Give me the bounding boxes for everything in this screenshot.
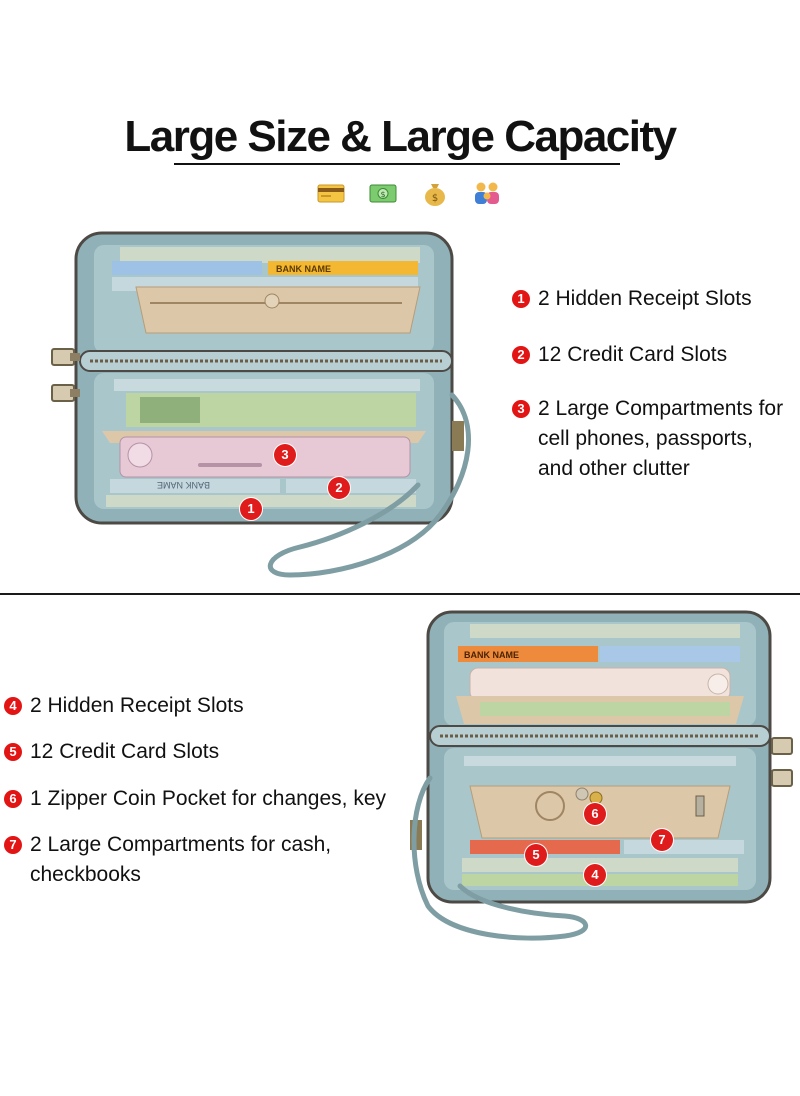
marker-7: 7: [651, 829, 673, 851]
marker-6: 6: [584, 803, 606, 825]
feature-6: 6 1 Zipper Coin Pocket for changes, key: [4, 784, 386, 814]
feature-number-badge: 1: [512, 290, 530, 308]
feature-number-badge: 6: [4, 790, 22, 808]
feature-text: 2 Hidden Receipt Slots: [30, 694, 244, 717]
feature-text: 2 Hidden Receipt Slots: [538, 287, 752, 310]
marker-5: 5: [525, 844, 547, 866]
feature-4: 4 2 Hidden Receipt Slots: [4, 691, 244, 721]
money-bag-icon: $: [425, 184, 445, 206]
page-title: Large Size & Large Capacity: [124, 112, 677, 161]
feature-text: 2 Large Compartments for cell phones, pa…: [538, 397, 784, 480]
family-icon: [475, 182, 499, 204]
feature-number-badge: 3: [512, 400, 530, 418]
marker-3: 3: [274, 444, 296, 466]
marker-4: 4: [584, 864, 606, 886]
credit-card-icon: [317, 184, 345, 203]
feature-5: 5 12 Credit Card Slots: [4, 737, 219, 767]
feature-number-badge: 7: [4, 836, 22, 854]
feature-text: 1 Zipper Coin Pocket for changes, key: [30, 787, 387, 810]
dollar-bill-icon: $: [369, 184, 397, 203]
feature-1: 1 2 Hidden Receipt Slots: [512, 284, 752, 314]
card-label: BANK NAME: [464, 650, 519, 660]
feature-number-badge: 2: [512, 346, 530, 364]
feature-number-badge: 5: [4, 743, 22, 761]
marker-2: 2: [328, 477, 350, 499]
icon-row: $ $: [310, 178, 510, 210]
svg-text:$: $: [380, 190, 385, 199]
feature-text: 12 Credit Card Slots: [30, 740, 220, 763]
svg-text:$: $: [432, 193, 438, 204]
title-underline: [174, 163, 620, 165]
section-divider: [0, 593, 800, 595]
card-label-flipped: BANK NAME: [157, 480, 210, 490]
feature-number-badge: 4: [4, 697, 22, 715]
marker-1: 1: [240, 498, 262, 520]
wallet-photo-top: BANK NAME BANK NAME: [51, 231, 472, 578]
feature-text: 12 Credit Card Slots: [538, 343, 728, 366]
feature-2: 2 12 Credit Card Slots: [512, 340, 727, 370]
card-label: BANK NAME: [276, 264, 331, 274]
feature-text: 2 Large Compartments for cash, checkbook…: [30, 833, 332, 886]
wallet-photo-bottom: BANK NAME: [410, 610, 793, 941]
feature-7: 7 2 Large Compartments for cash, checkbo…: [4, 830, 331, 890]
feature-3: 3 2 Large Compartments for cell phones, …: [512, 394, 783, 484]
